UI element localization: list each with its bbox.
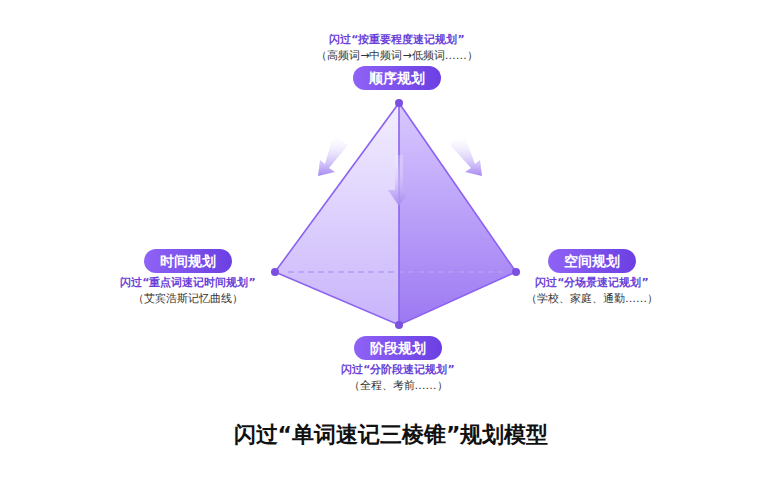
- pyramid-outline: [275, 103, 516, 325]
- right-face: [399, 103, 516, 325]
- pill-row: 阶段规划: [341, 334, 454, 362]
- down-arrows: [318, 136, 482, 206]
- planning-node: 阶段规划闪过“分阶段速记规划”（全程、考前……）: [341, 334, 454, 394]
- method-subtitle: 闪过“分场景速记规划”: [526, 275, 658, 291]
- hidden-edge: [288, 271, 503, 273]
- pill-row: 顺序规划: [316, 64, 477, 92]
- diagram-title: 闪过“单词速记三棱锥”规划模型: [0, 420, 782, 450]
- arrow: [318, 136, 348, 176]
- planning-node: 空间规划闪过“分场景速记规划”（学校、家庭、通勤……）: [526, 247, 658, 307]
- vertex-dot: [395, 321, 403, 329]
- vertex-dot: [271, 268, 279, 276]
- pill-row: 时间规划: [120, 247, 255, 275]
- left-face: [275, 103, 399, 325]
- method-subtitle: 闪过“重点词速记时间规划”: [120, 275, 255, 291]
- pill-label: 空间规划: [548, 249, 636, 273]
- vertex-dot: [512, 268, 520, 276]
- example-note: （全程、考前……）: [341, 378, 454, 394]
- pill-label: 顺序规划: [353, 66, 441, 90]
- example-note: （学校、家庭、通勤……）: [526, 291, 658, 307]
- example-note: （艾宾浩斯记忆曲线）: [120, 291, 255, 307]
- method-subtitle: 闪过“分阶段速记规划”: [341, 362, 454, 378]
- front-edge: [398, 103, 400, 325]
- arrow: [388, 155, 410, 206]
- arrow: [450, 136, 482, 176]
- planning-node: 闪过“按重要程度速记规划”（高频词→中频词→低频词……） 顺序规划: [316, 32, 477, 92]
- pill-label: 时间规划: [144, 249, 232, 273]
- example-note: （高频词→中频词→低频词……）: [316, 48, 477, 64]
- vertex-dot: [395, 99, 403, 107]
- planning-node: 时间规划闪过“重点词速记时间规划”（艾宾浩斯记忆曲线）: [120, 247, 255, 307]
- method-subtitle: 闪过“按重要程度速记规划”: [316, 32, 477, 48]
- pill-label: 阶段规划: [354, 336, 442, 360]
- pill-row: 空间规划: [526, 247, 658, 275]
